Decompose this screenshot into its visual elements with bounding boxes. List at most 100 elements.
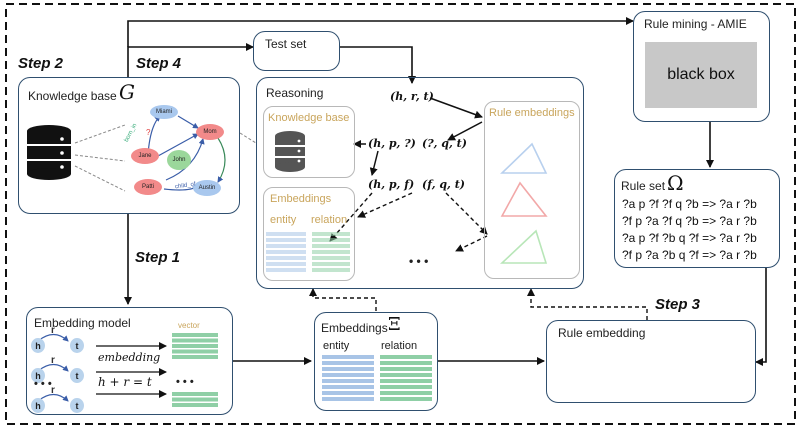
knowledge-base-title: Knowledge base [28,89,117,103]
reasoning-database-icon [275,131,305,172]
arrow-testset-to-reasoning [340,46,416,84]
model-left-dots: • • • [34,378,52,390]
subquery-hp: (h, p, ?) [368,137,416,150]
vector-bar [172,403,218,407]
node-r-3: r [51,385,55,396]
reasoning-dots: • • • [409,254,429,268]
entity-bar [322,391,374,395]
embedding-caption: embedding [98,351,161,364]
edge-label-unknown: ? [146,128,151,137]
graph-node-mom: Mom [196,124,224,140]
rule-1: ?a p ?f ?f q ?b => ?a r ?b [622,197,757,211]
relation-bar [380,391,432,395]
entity-bar [322,367,374,371]
vector-bar [172,355,218,359]
arrow-query-to-rule-embeddings [429,97,483,119]
rule-2: ?f p ?a ?f q ?b => ?a r ?b [622,214,757,228]
rule-set-symbol: Ω [667,171,684,195]
rule-triangle-blue [500,142,548,174]
rule-4: ?f p ?a ?b q ?f => ?a r ?b [622,248,757,262]
rule-embeddings-box: Rule embeddings [484,101,580,279]
graph-node-jane: Jane [131,148,159,164]
embeddings-relation-label: relation [381,340,418,352]
entity-bar [322,379,374,383]
subquery-qt: (?, q, t) [422,137,467,150]
arrow-subquery-down [369,150,379,176]
relation-bar [312,250,350,254]
reasoning-embeddings-title: Embeddings [270,193,332,205]
translation-equation: h + r = t [98,375,152,389]
graph-guide-line [74,165,126,192]
node-t-2: t [70,368,84,383]
entity-bar [266,232,306,236]
vector-bar [172,344,218,348]
rule-triangle-red [500,181,548,217]
relation-bar [380,397,432,401]
vector-bar [172,397,218,402]
arrow-kb-to-rule-mining [127,17,634,47]
graph-guide-line [74,154,126,162]
step-1-label: Step 1 [135,249,181,266]
rule-set-title: Rule set [621,179,666,193]
vector-label: vector [178,321,200,330]
model-right-dots: • • • [176,376,194,388]
node-r-1: r [51,325,55,336]
entity-bar [322,385,374,389]
graph-guide-line [74,124,126,144]
vector-bar [172,392,218,396]
embedding-model-title: Embedding model [34,316,131,330]
node-h-2: h [31,368,45,383]
vector-bar [172,349,218,354]
node-t-3: t [70,398,84,413]
reasoning-title: Reasoning [266,86,324,100]
step-2-label: Step 2 [18,55,64,72]
entity-bar [322,361,374,365]
outer-frame [5,3,796,425]
reasoning-entity-label: entity [270,214,297,226]
relation-bar [380,361,432,365]
rule-embeddings-title: Rule embeddings [489,107,575,119]
graph-node-john: John [167,150,191,170]
subquery-fqt: (f, q, t) [422,178,465,191]
query-hrt: (h, r, t) [390,90,434,103]
node-h-1: h [31,338,45,353]
black-box: black box [645,42,757,108]
rule-triangle-green [499,229,548,264]
relation-bar [380,385,432,389]
arrow-ruleset-to-rule-embedding [755,268,767,366]
arrow-dashed-4 [455,235,488,252]
reasoning-kb-title: Knowledge base [268,112,350,124]
relation-bar [380,355,432,359]
vector-bar [172,333,218,337]
entity-bar [266,238,306,242]
entity-bar [266,256,306,260]
entity-bar [322,373,374,377]
entity-bar [266,268,306,272]
graph-node-patti: Patti [134,179,162,195]
reasoning-relation-label: relation [311,214,348,226]
entity-bar [266,244,306,248]
subquery-hpf: (h, p, f) [368,178,415,191]
embeddings-symbol: Ξ [388,314,401,335]
arrow-rule-embeddings-to-subqueries [447,121,483,141]
node-r-2: r [51,355,55,366]
rule-embedding-title: Rule embedding [558,326,646,340]
entity-bar [266,262,306,266]
step-3-label: Step 3 [655,296,701,313]
arrow-dashed-3 [445,192,488,235]
relation-bar [312,256,350,260]
entity-bar [322,397,374,401]
relation-bar [312,262,350,266]
graph-node-austin: Austin [193,180,221,196]
graph-node-miami: Miami [150,105,178,119]
arrow-dashed-1 [329,192,373,242]
relation-bar [312,268,350,272]
embeddings-entity-label: entity [323,340,350,352]
rule-mining-title: Rule mining - AMIE [644,17,747,31]
embedding-model-box: Embedding model vector [26,307,233,415]
vector-bar [172,338,218,343]
rule-mining-box: Rule mining - AMIE black box [633,11,770,122]
relation-bar [312,244,350,248]
arrow-rule-embedding-to-reasoning [527,288,648,320]
